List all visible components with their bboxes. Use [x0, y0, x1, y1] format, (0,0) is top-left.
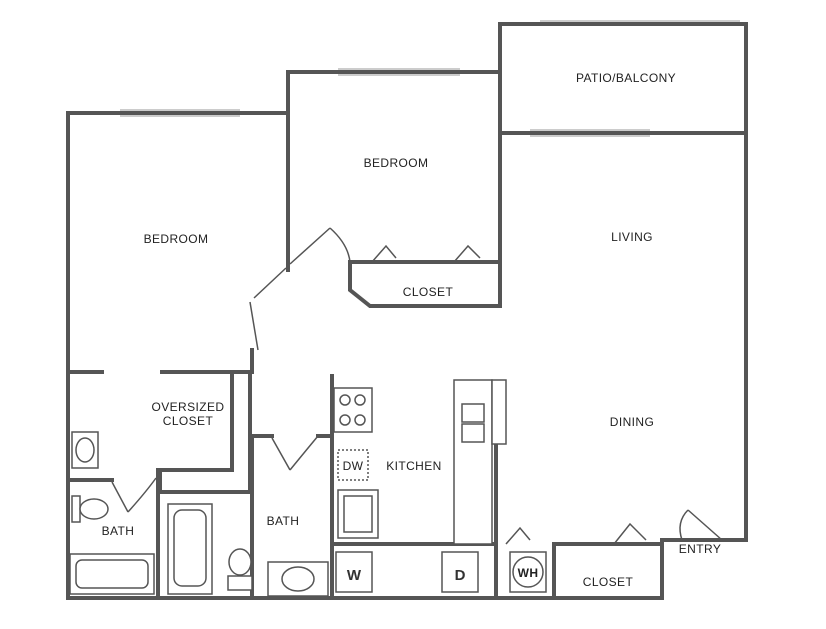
stove-icon [333, 387, 373, 433]
sink-icon [75, 437, 95, 463]
laundry-fixtures [335, 551, 547, 593]
doors [111, 227, 723, 545]
dryer-icon [441, 551, 479, 593]
sink-icon [281, 566, 315, 592]
appliance-labels: DW W D WH [343, 459, 539, 584]
label-dining: DINING [610, 415, 654, 429]
washer-icon [335, 551, 373, 593]
toilet-icon [228, 548, 252, 576]
label-oversized-closet-1: OVERSIZED [152, 400, 225, 414]
sink-icon [461, 403, 485, 423]
label-patio: PATIO/BALCONY [576, 71, 676, 85]
interior-walls [66, 70, 748, 600]
sink-icon [461, 423, 485, 443]
windows [120, 20, 740, 137]
label-closet-bedroom: CLOSET [403, 285, 454, 299]
kitchen-fixtures [333, 379, 507, 545]
label-water-heater: WH [518, 566, 539, 580]
label-oversized-closet-2: CLOSET [163, 414, 214, 428]
burner-icon [339, 414, 351, 426]
label-bedroom-1: BEDROOM [144, 232, 209, 246]
water-heater-icon [512, 556, 544, 588]
bath-fixtures [69, 431, 329, 597]
label-bath-1: BATH [102, 524, 135, 538]
label-kitchen: KITCHEN [386, 459, 441, 473]
burner-icon [354, 414, 366, 426]
burner-icon [354, 394, 366, 406]
room-labels: PATIO/BALCONY BEDROOM BEDROOM LIVING CLO… [102, 71, 721, 589]
label-bedroom-2: BEDROOM [364, 156, 429, 170]
exterior-walls [66, 22, 748, 600]
label-washer: W [347, 567, 362, 584]
dishwasher-icon [337, 449, 369, 481]
burner-icon [339, 394, 351, 406]
toilet-icon [79, 498, 109, 520]
toilet-tank-icon [227, 575, 253, 591]
label-dishwasher: DW [343, 459, 364, 473]
label-living: LIVING [611, 230, 653, 244]
counter-icon [491, 379, 507, 445]
label-bath-2: BATH [267, 514, 300, 528]
refrigerator-door-icon [343, 495, 373, 533]
tub-basin-icon [173, 509, 207, 587]
label-entry: ENTRY [679, 542, 721, 556]
label-dryer: D [455, 567, 466, 584]
toilet-tank-icon [71, 495, 81, 523]
tub-basin-icon [75, 559, 149, 589]
label-closet-entry: CLOSET [583, 575, 634, 589]
